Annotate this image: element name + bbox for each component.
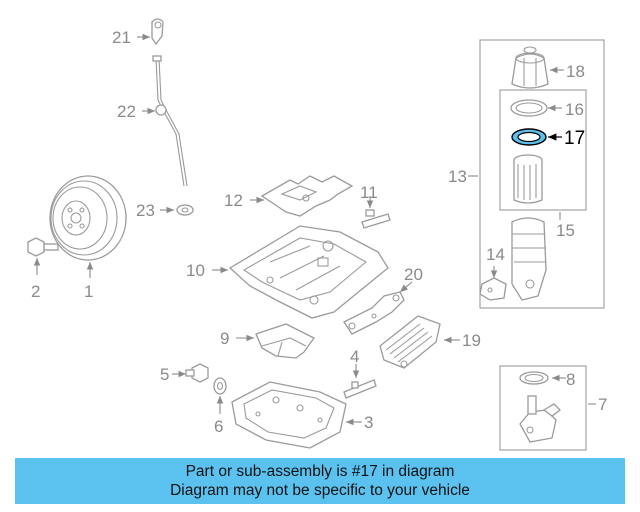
callout-4[interactable]: 4 [350,347,359,366]
o-ring-17-highlighted[interactable] [511,128,547,146]
bracket [343,291,405,335]
oil-pan [231,381,347,449]
filter-cap [511,46,549,89]
bolt [27,237,59,257]
callout-1[interactable]: 1 [84,282,93,301]
callout-23[interactable]: 23 [136,201,155,220]
seal-8 [519,371,549,385]
group-box-13 [479,39,605,309]
callout-7[interactable]: 7 [598,395,607,414]
callout-18[interactable]: 18 [566,62,585,81]
callout-8[interactable]: 8 [566,370,575,389]
callout-13[interactable]: 13 [448,167,467,186]
callout-21[interactable]: 21 [112,28,131,47]
oil-cooler [379,315,441,369]
pulley [49,175,127,261]
filter-element [513,154,543,204]
oil-level-sensor [519,395,561,443]
callout-20[interactable]: 20 [404,265,423,284]
callout-6[interactable]: 6 [214,417,223,436]
banner-line-2: Diagram may not be specific to your vehi… [170,482,470,499]
callout-2[interactable]: 2 [31,282,40,301]
callout-19[interactable]: 19 [462,331,481,350]
dipstick-tube [152,55,188,187]
level-sensor [343,379,377,399]
callout-14[interactable]: 14 [486,245,505,264]
callout-9[interactable]: 9 [220,329,229,348]
callout-11[interactable]: 11 [360,183,378,202]
banner-line-1: Part or sub-assembly is #17 in diagram [185,463,455,480]
group-box-7 [499,365,587,451]
ladder-frame [228,225,389,319]
callout-12[interactable]: 12 [224,191,243,210]
callout-16[interactable]: 16 [565,100,584,119]
callout-10[interactable]: 10 [186,261,205,280]
callout-5[interactable]: 5 [160,365,169,384]
washer [176,204,194,216]
dipstick-handle [151,18,164,46]
filter-housing [479,217,547,301]
info-banner: Part or sub-assembly is #17 in diagram D… [15,458,625,504]
callout-15[interactable]: 15 [556,221,575,240]
parts-diagram: 1 2 21 22 23 12 11 [27,18,607,451]
seal-ring [213,377,227,395]
callout-22[interactable]: 22 [117,102,136,121]
o-ring-16 [510,99,548,117]
cover-plate [260,175,354,217]
callout-17[interactable]: 17 [564,128,585,149]
drain-plug [185,363,209,383]
group-box-15 [499,89,587,211]
sensor [361,209,391,229]
baffle [255,323,315,359]
callout-3[interactable]: 3 [364,413,373,432]
